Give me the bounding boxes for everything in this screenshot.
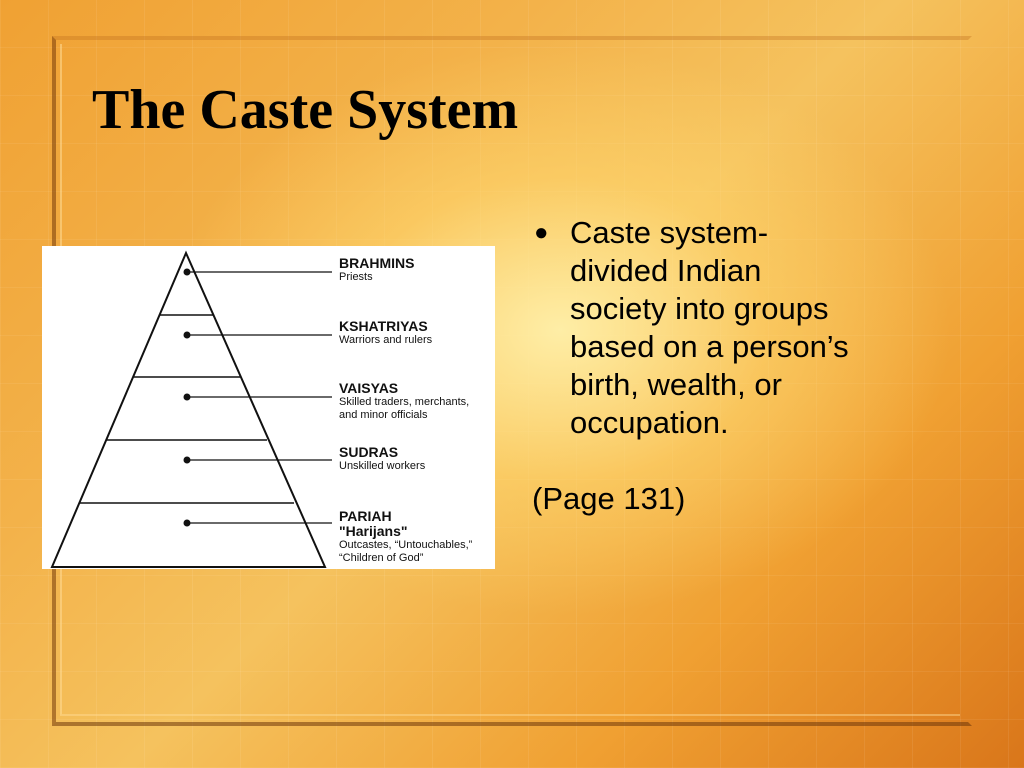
- tier-label-kshatriyas: KSHATRIYAS Warriors and rulers: [339, 318, 432, 347]
- tier-nickname: "Harijans": [339, 523, 408, 539]
- tier-label-sudras: SUDRAS Unskilled workers: [339, 444, 425, 473]
- tier-description: Unskilled workers: [339, 460, 426, 472]
- page-reference: (Page 131): [532, 481, 686, 516]
- bullet-dot-icon: ●: [534, 219, 549, 246]
- pyramid-drawing: [50, 250, 332, 568]
- tier-description: Priests: [339, 271, 373, 283]
- bullet-line: society into groups: [570, 291, 829, 326]
- tier-name: SUDRAS: [339, 444, 399, 460]
- tier-name: BRAHMINS: [339, 255, 415, 271]
- caste-pyramid-diagram: BRAHMINS Priests KSHATRIYAS Warriors and…: [42, 246, 495, 569]
- tier-name: VAISYAS: [339, 380, 399, 396]
- tier-name: KSHATRIYAS: [339, 318, 428, 334]
- tier-description: Skilled traders, merchants,: [339, 396, 470, 408]
- bullet-line: occupation.: [570, 405, 729, 440]
- bullet-item-caste-definition: ● Caste system- divided Indian society i…: [532, 214, 972, 442]
- tier-description-line2: “Children of God”: [339, 552, 424, 564]
- tier-description-line2: and minor officials: [339, 409, 428, 421]
- bullet-line: divided Indian: [570, 253, 762, 288]
- slide-title: The Caste System: [92, 79, 519, 141]
- pyramid-outline: [50, 250, 327, 568]
- bullet-line: Caste system-: [570, 215, 769, 250]
- tier-description: Outcastes, “Untouchables,”: [339, 539, 473, 551]
- tier-label-vaisyas: VAISYAS Skilled traders, merchants, and …: [339, 380, 469, 422]
- tier-name: PARIAH: [339, 508, 392, 524]
- tier-description: Warriors and rulers: [339, 334, 433, 346]
- bullet-line: based on a person’s: [570, 329, 849, 364]
- tier-label-brahmins: BRAHMINS Priests: [339, 255, 414, 284]
- tier-label-pariah: PARIAH "Harijans" Outcastes, “Untouchabl…: [339, 508, 472, 565]
- bullet-list: ● Caste system- divided Indian society i…: [532, 214, 972, 442]
- bullet-line: birth, wealth, or: [570, 367, 782, 402]
